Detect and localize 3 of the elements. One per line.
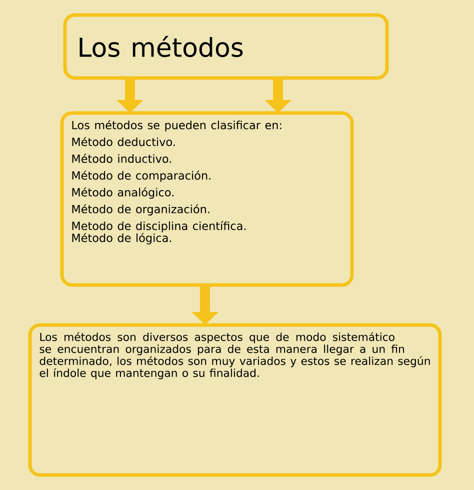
text-box: Los métodos son diversos aspectos que de modo sistemático se encuentran organizados para de esta manera llegar a un fin determinado, los métodos son muy variados y estos se realizan según el índole que mantengan o su finalidad. (28, 323, 442, 477)
text-box: Los métodos (63, 13, 389, 80)
text-box: Los métodos se pueden clasificar en: Método deductivo. Método inductivo. Método de comparación. Método analógico. Método de organización. Metodo de disciplina científica. Método de lógica. (60, 111, 354, 287)
